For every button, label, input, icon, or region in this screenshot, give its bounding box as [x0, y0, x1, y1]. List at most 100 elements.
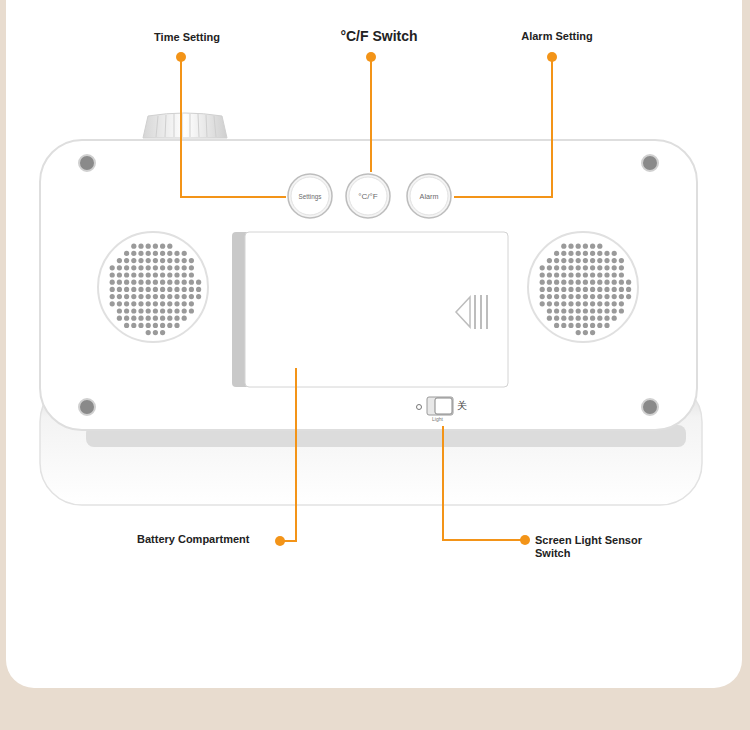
speaker-hole [153, 316, 158, 321]
speaker-hole [131, 258, 136, 263]
speaker-hole [146, 316, 151, 321]
speaker-hole [568, 301, 573, 306]
speaker-left [98, 232, 208, 342]
speaker-hole [590, 316, 595, 321]
speaker-hole [174, 258, 179, 263]
knob [143, 113, 227, 138]
speaker-hole [189, 272, 194, 277]
speaker-hole [174, 287, 179, 292]
speaker-hole [597, 265, 602, 270]
speaker-hole [561, 308, 566, 313]
speaker-hole [167, 308, 172, 313]
callout-label: Battery Compartment [137, 533, 249, 546]
speaker-hole [590, 272, 595, 277]
speaker-hole [554, 323, 559, 328]
speaker-hole [576, 244, 581, 249]
button-text: °C/°F [345, 192, 391, 201]
speaker-hole [138, 251, 143, 256]
speaker-hole [117, 258, 122, 263]
speaker-hole [590, 251, 595, 256]
speaker-hole [124, 272, 129, 277]
callout-label: Alarm Setting [492, 30, 622, 43]
speaker-hole [619, 308, 624, 313]
speaker-hole [131, 244, 136, 249]
speaker-hole [153, 294, 158, 299]
speaker-hole [146, 280, 151, 285]
speaker-hole [146, 287, 151, 292]
button-text: Settings [287, 193, 333, 200]
battery-cover [245, 232, 508, 387]
speaker-hole [619, 301, 624, 306]
callout-label: Time Setting [122, 31, 252, 44]
speaker-hole [576, 330, 581, 335]
speaker-hole [604, 323, 609, 328]
speaker-hole [597, 294, 602, 299]
speaker-hole [167, 272, 172, 277]
speaker-hole [626, 294, 631, 299]
speaker-hole [597, 323, 602, 328]
speaker-hole [547, 308, 552, 313]
speaker-hole [110, 272, 115, 277]
speaker-hole [590, 330, 595, 335]
speaker-hole [131, 323, 136, 328]
speaker-hole [167, 301, 172, 306]
speaker-hole [540, 301, 545, 306]
speaker-hole [189, 287, 194, 292]
speaker-hole [110, 287, 115, 292]
speaker-hole [612, 316, 617, 321]
speaker-hole [124, 265, 129, 270]
speaker-hole [174, 251, 179, 256]
screws [79, 155, 658, 415]
leader-dots [176, 52, 557, 546]
speaker-hole [189, 280, 194, 285]
speaker-hole [583, 280, 588, 285]
speaker-hole [160, 272, 165, 277]
switch-knob [435, 398, 452, 414]
speaker-hole [182, 308, 187, 313]
speaker-hole [590, 280, 595, 285]
speaker-hole [568, 294, 573, 299]
speaker-hole [124, 280, 129, 285]
speaker-hole [540, 280, 545, 285]
speaker-hole [590, 244, 595, 249]
speaker-hole [124, 308, 129, 313]
speaker-hole [189, 265, 194, 270]
speaker-hole [554, 287, 559, 292]
speaker-hole [568, 244, 573, 249]
speaker-hole [590, 258, 595, 263]
speaker-hole [124, 301, 129, 306]
speaker-hole [547, 316, 552, 321]
speaker-hole [117, 308, 122, 313]
speaker-hole [174, 308, 179, 313]
speaker-hole [576, 316, 581, 321]
speaker-hole [561, 244, 566, 249]
speaker-hole [554, 301, 559, 306]
speaker-hole [167, 265, 172, 270]
speaker-hole [160, 280, 165, 285]
speaker-hole [160, 244, 165, 249]
speaker-hole [182, 272, 187, 277]
speaker-hole [167, 244, 172, 249]
speaker-hole [561, 294, 566, 299]
speaker-hole [554, 294, 559, 299]
speaker-hole [612, 280, 617, 285]
speaker-hole [167, 316, 172, 321]
speaker-hole [619, 272, 624, 277]
speaker-hole [597, 308, 602, 313]
speaker-hole [619, 258, 624, 263]
leader-lines [181, 57, 552, 541]
speaker-hole [196, 287, 201, 292]
speaker-hole [561, 258, 566, 263]
speaker-hole [153, 308, 158, 313]
speaker-hole [597, 280, 602, 285]
speaker-hole [576, 301, 581, 306]
speaker-hole [146, 265, 151, 270]
speaker-hole [146, 272, 151, 277]
speaker-hole [568, 316, 573, 321]
speaker-hole [583, 316, 588, 321]
speaker-hole [117, 280, 122, 285]
speaker-hole [561, 251, 566, 256]
speaker-hole [597, 301, 602, 306]
speaker-hole [110, 301, 115, 306]
